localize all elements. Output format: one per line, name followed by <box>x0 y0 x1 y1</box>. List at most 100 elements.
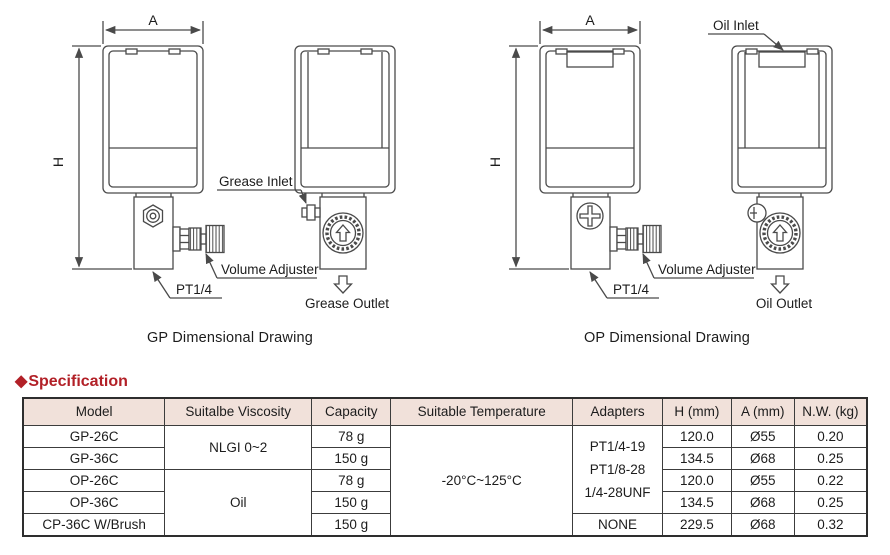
lid-tab <box>125 48 138 55</box>
temperature-cell: -20°C~125°C <box>390 425 573 537</box>
col-header-capacity: Capacity <box>311 397 392 426</box>
model-cell: CP-36C W/Brush <box>22 513 166 537</box>
diamond-icon: ◆ <box>15 373 28 390</box>
lid-tab <box>360 48 373 55</box>
oil-inlet-cap <box>758 51 806 68</box>
grease-nipple-icon <box>301 204 321 221</box>
capacity-cell: 150 g <box>311 513 392 537</box>
model-cell: OP-26C <box>22 469 166 492</box>
gp-drawing-title: GP Dimensional Drawing <box>147 330 313 346</box>
grease-inlet-label: Grease Inlet <box>219 174 293 189</box>
nw-cell: 0.32 <box>793 513 868 537</box>
volume-adjuster-label: Volume Adjuster <box>658 262 756 277</box>
gp-drawing: A H Grease Inlet Volume Adjuster PT1/4 G… <box>50 12 396 346</box>
op-side-pump-body <box>747 193 804 294</box>
lid-tab <box>745 48 758 55</box>
h-cell: 134.5 <box>662 447 732 470</box>
oil-outlet-label: Oil Outlet <box>756 296 813 311</box>
a-cell: Ø68 <box>730 513 795 537</box>
lid-tab <box>168 48 181 55</box>
table-row: CP-36C W/Brush 150 g NONE 229.5 Ø68 0.32 <box>22 513 868 537</box>
capacity-cell: 78 g <box>311 469 392 492</box>
table-row: OP-26C Oil 78 g 120.0 Ø55 0.22 <box>22 469 868 537</box>
op-side-reservoir <box>731 45 833 194</box>
col-header-viscosity: Suitalbe Viscosity <box>164 397 313 426</box>
header-row: Model Suitalbe Viscosity Capacity Suitab… <box>22 397 868 426</box>
dimensional-drawings: A H Grease Inlet Volume Adjuster PT1/4 G… <box>50 12 833 346</box>
side-screw-icon <box>747 203 767 223</box>
specification-heading-text: Specification <box>28 373 128 390</box>
a-cell: Ø68 <box>730 491 795 514</box>
op-dimension-A: A <box>539 12 641 44</box>
thread-label: PT1/4 <box>176 282 213 297</box>
hex-fitting-icon <box>142 204 164 228</box>
h-cell: 134.5 <box>662 491 732 514</box>
adapter-option: PT1/8-28 <box>589 462 646 477</box>
down-arrow-icon <box>332 275 354 294</box>
capacity-cell: 78 g <box>311 425 392 448</box>
a-cell: Ø55 <box>730 425 795 448</box>
col-header-model: Model <box>22 397 166 426</box>
nw-cell: 0.20 <box>793 425 868 448</box>
op-drawing: A H Oil Inlet Volume Adjuster PT1/4 Oil … <box>487 12 833 346</box>
grease-outlet-label: Grease Outlet <box>305 296 389 311</box>
gp-dimension-H: H <box>50 45 132 270</box>
gp-front-reservoir <box>102 45 204 194</box>
gp-side-pump-body <box>301 193 367 294</box>
volume-adjuster-knob <box>172 224 225 254</box>
gp-front-pump-body <box>133 193 225 270</box>
table-row: OP-36C 150 g 134.5 Ø68 0.25 <box>22 491 868 514</box>
col-header-temperature: Suitable Temperature <box>390 397 573 426</box>
adapters-none-cell: NONE <box>571 513 664 537</box>
filler-cap <box>566 51 614 68</box>
lid-tab <box>555 48 568 55</box>
op-front-reservoir <box>539 45 641 194</box>
a-cell: Ø55 <box>730 469 795 492</box>
model-cell: GP-36C <box>22 447 166 470</box>
lid-tab <box>612 48 625 55</box>
capacity-cell: 150 g <box>311 491 392 514</box>
op-dimension-H: H <box>487 45 569 270</box>
adapter-option: PT1/4-19 <box>589 439 646 454</box>
lid-tab <box>806 48 819 55</box>
oil-inlet-label: Oil Inlet <box>713 18 759 33</box>
op-drawing-title: OP Dimensional Drawing <box>584 330 750 346</box>
col-header-adapters: Adapters <box>571 397 664 426</box>
col-header-h: H (mm) <box>662 397 732 426</box>
viscosity-cell: NLGI 0~2 <box>164 425 313 470</box>
capacity-cell: 150 g <box>311 447 392 470</box>
col-header-a: A (mm) <box>730 397 795 426</box>
col-header-nw: N.W. (kg) <box>793 397 868 426</box>
dim-label-h: H <box>50 157 66 167</box>
table-row: GP-36C 150 g 134.5 Ø68 0.25 <box>22 447 868 470</box>
a-cell: Ø68 <box>730 447 795 470</box>
dim-label-h: H <box>487 157 503 167</box>
gp-side-reservoir <box>294 45 396 194</box>
thread-label: PT1/4 <box>613 282 650 297</box>
nw-cell: 0.25 <box>793 491 868 514</box>
gp-callouts: Grease Inlet Volume Adjuster PT1/4 Greas… <box>152 174 389 311</box>
h-cell: 120.0 <box>662 469 732 492</box>
op-callouts: Oil Inlet Volume Adjuster PT1/4 Oil Outl… <box>589 18 813 311</box>
outlet-dial-icon <box>759 212 801 254</box>
volume-adjuster-label: Volume Adjuster <box>221 262 319 277</box>
adapters-cell: PT1/4-19 PT1/8-28 1/4-28UNF <box>571 425 664 514</box>
model-cell: GP-26C <box>22 425 166 448</box>
specification-table: Model Suitalbe Viscosity Capacity Suitab… <box>22 397 868 537</box>
dim-label-a: A <box>148 12 158 28</box>
viscosity-cell: Oil <box>164 469 313 537</box>
nw-cell: 0.22 <box>793 469 868 492</box>
model-cell: OP-36C <box>22 491 166 514</box>
nw-cell: 0.25 <box>793 447 868 470</box>
volume-adjuster-knob <box>609 224 662 254</box>
h-cell: 229.5 <box>662 513 732 537</box>
down-arrow-icon <box>769 275 791 294</box>
outlet-dial-icon <box>322 212 364 254</box>
specification-heading: ◆Specification <box>15 371 128 391</box>
dim-label-a: A <box>585 12 595 28</box>
gp-dimension-A: A <box>102 12 204 44</box>
table-row: GP-26C NLGI 0~2 78 g -20°C~125°C PT1/4-1… <box>22 425 868 537</box>
op-front-pump-body <box>570 193 662 270</box>
phillips-screw-icon <box>576 202 604 230</box>
